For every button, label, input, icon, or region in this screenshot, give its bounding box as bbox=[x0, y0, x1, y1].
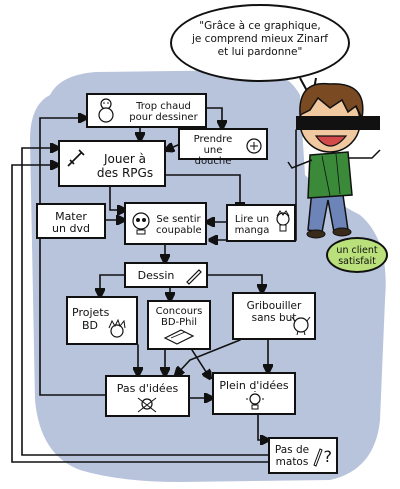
node-coupable-line2: coupable bbox=[156, 225, 202, 236]
node-jouer-rpg: Jouer à des RPGs bbox=[58, 140, 166, 187]
node-projets-bd-line1: Projets bbox=[72, 306, 110, 319]
drawing-tablet-icon bbox=[163, 329, 195, 345]
node-pas-matos: Pas de matos ? bbox=[268, 437, 338, 474]
pencil-icon bbox=[186, 269, 202, 285]
arrow-plein-matos bbox=[257, 414, 268, 440]
pencil-small-icon bbox=[313, 448, 323, 467]
speech-line-2: je comprend mieux Zinarf bbox=[191, 33, 329, 45]
node-pas-matos-line1: Pas de bbox=[274, 444, 310, 456]
node-pas-matos-line2: matos bbox=[275, 456, 309, 468]
shower-icon bbox=[246, 138, 262, 154]
arrow-gribouiller-pasidees bbox=[176, 339, 241, 375]
skull-crossbones-icon bbox=[137, 397, 157, 413]
node-gribouiller-line2: sans but bbox=[251, 312, 297, 324]
speech-line-3: et lui pardonne" bbox=[217, 46, 303, 58]
satisfied-client-badge: un client satisfait bbox=[326, 237, 388, 273]
node-prendre-douche-line1: Prendre une bbox=[193, 134, 233, 156]
arrow-rpg-right bbox=[165, 174, 240, 210]
node-gribouiller-line1: Gribouiller bbox=[246, 300, 302, 312]
node-plein-idees-label: Plein d'idées bbox=[219, 379, 289, 392]
client-line-1: un client bbox=[336, 245, 378, 256]
node-pas-matos-question: ? bbox=[323, 447, 333, 466]
node-pas-idees: Pas d'idées bbox=[105, 375, 190, 417]
arrow-dessin-split bbox=[100, 274, 125, 296]
node-lire-manga-line2: manga bbox=[234, 225, 270, 236]
speech-bubble: "Grâce à ce graphique, je comprend mieux… bbox=[170, 4, 350, 82]
node-mater-dvd-line1: Mater bbox=[55, 210, 87, 223]
arrow-left-loop-1 bbox=[21, 148, 269, 456]
arrow-douche-rpg bbox=[166, 145, 179, 150]
node-mater-dvd-line2: un dvd bbox=[52, 222, 90, 235]
node-trop-chaud-line1: Trop chaud bbox=[136, 101, 191, 112]
arrow-chaud-douche bbox=[206, 107, 222, 128]
node-pas-idees-label: Pas d'idées bbox=[116, 382, 179, 395]
arrow-concours-plein bbox=[191, 349, 210, 378]
node-mater-dvd: Mater un dvd bbox=[36, 203, 106, 239]
manga-character-icon bbox=[276, 210, 290, 232]
node-concours-line2: BD-Phil bbox=[160, 317, 198, 328]
spiky-hair-character-icon bbox=[108, 318, 126, 338]
speech-line-1: "Grâce à ce graphique, bbox=[199, 20, 321, 32]
node-projets-bd-line2: BD bbox=[81, 319, 99, 332]
client-line-2: satisfait bbox=[338, 256, 376, 267]
node-coupable-line1: Se sentir bbox=[156, 214, 201, 225]
lightbulb-icon bbox=[246, 391, 264, 410]
node-trop-chaud-line2: pour dessiner bbox=[129, 112, 198, 123]
node-lire-manga-line1: Lire un bbox=[234, 214, 270, 225]
skull-icon bbox=[132, 212, 150, 235]
node-concours-bdphil: Concours BD-Phil bbox=[147, 300, 211, 350]
arrow-pasidees-loop bbox=[39, 118, 106, 396]
node-concours-line1: Concours bbox=[155, 306, 203, 317]
node-projets-bd: Projets BD bbox=[66, 296, 138, 345]
node-jouer-rpg-line1: Jouer à bbox=[104, 152, 146, 166]
scribble-creature-icon bbox=[291, 316, 311, 336]
snowman-icon bbox=[98, 98, 114, 123]
sword-icon bbox=[67, 149, 85, 167]
node-prendre-douche: Prendre une douche bbox=[178, 128, 268, 167]
node-jouer-rpg-line2: des RPGs bbox=[96, 166, 154, 180]
arrow-dessin-gribouiller bbox=[207, 274, 262, 292]
node-gribouiller: Gribouiller sans but bbox=[232, 292, 316, 340]
arrow-rpg-coupable bbox=[109, 186, 125, 210]
node-prendre-douche-line2: douche bbox=[194, 156, 232, 167]
arrow-left-loop-2 bbox=[11, 165, 269, 463]
node-dessin-label: Dessin bbox=[137, 269, 175, 282]
